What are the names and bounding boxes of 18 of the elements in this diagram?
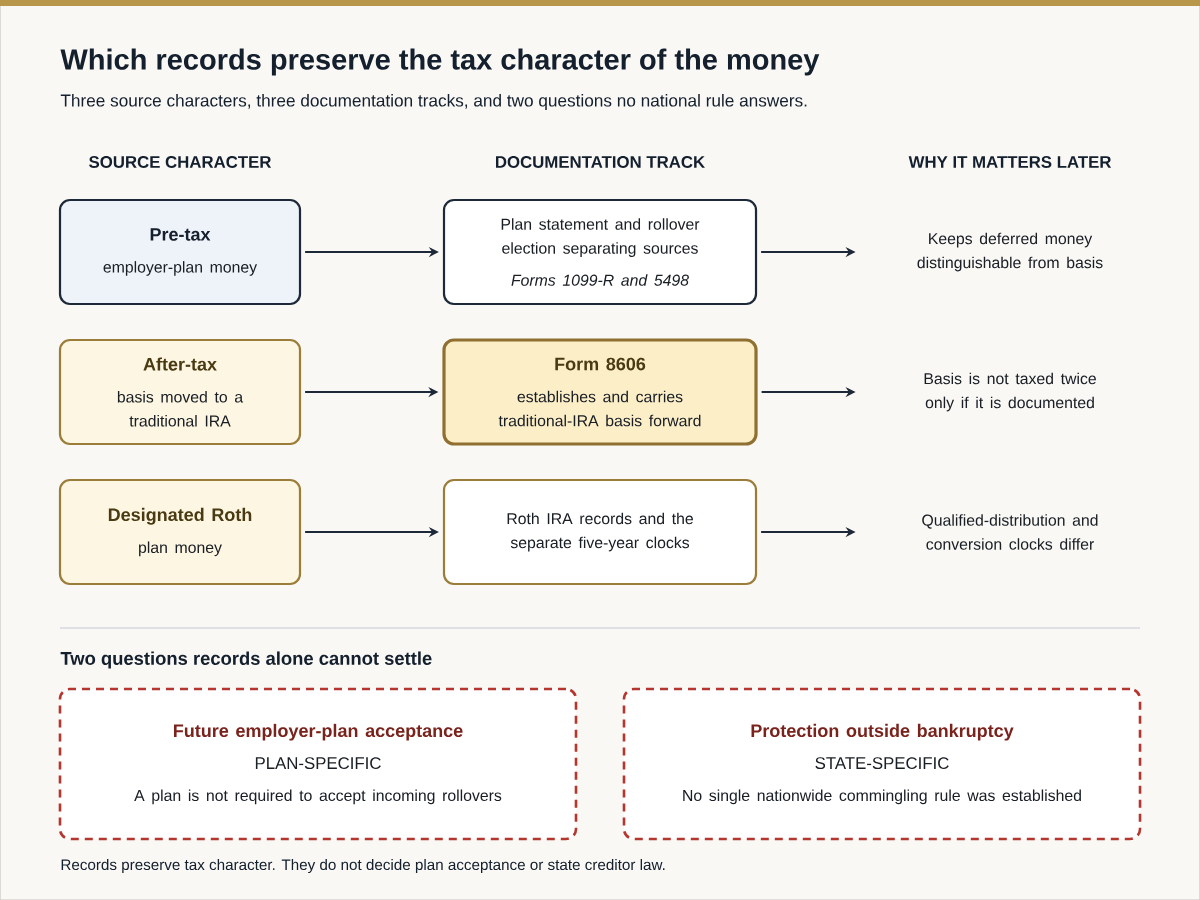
open-question-box: Future employer-plan acceptance PLAN-SPECIFIC A plan is not required to accept incoming rollovers bbox=[58, 687, 578, 841]
documentation-box: Roth IRA records and the separate five-year clocks bbox=[442, 478, 758, 586]
documentation-box: Form 8606 establishes and carries traditional-IRA basis forward bbox=[442, 338, 758, 446]
title: Which records preserve the tax character of the money bbox=[60, 48, 820, 76]
source-box: Designated Roth plan money bbox=[58, 478, 302, 586]
open-question-box: Protection outside bankruptcy STATE-SPECIFIC No single nationwide commingling rule was established bbox=[622, 687, 1142, 841]
column-header: SOURCE CHARACTER bbox=[89, 156, 272, 168]
column-header: WHY IT MATTERS LATER bbox=[908, 156, 1112, 168]
section-heading: Two questions records alone cannot settle bbox=[60, 651, 432, 669]
documentation-box: Plan statement and rollover election separating sources Forms 1099-R and 5498 bbox=[442, 198, 758, 306]
outcome-text: Keeps deferred money distinguishable from basis bbox=[917, 232, 1103, 272]
column-header: DOCUMENTATION TRACK bbox=[496, 156, 705, 168]
subtitle: Three source characters, three documentation tracks, and two questions no national rule answers. bbox=[60, 94, 807, 111]
source-box: After-tax basis moved to a traditional IRA bbox=[58, 338, 302, 446]
source-box: Pre-tax employer-plan money bbox=[58, 198, 302, 306]
outcome-text: Qualified-distribution and conversion clocks differ bbox=[922, 514, 1098, 550]
footnote: Records preserve tax character. They do not decide plan acceptance or state creditor law. bbox=[61, 858, 665, 874]
outcome-text: Basis is not taxed twice only if it is documented bbox=[924, 372, 1096, 412]
